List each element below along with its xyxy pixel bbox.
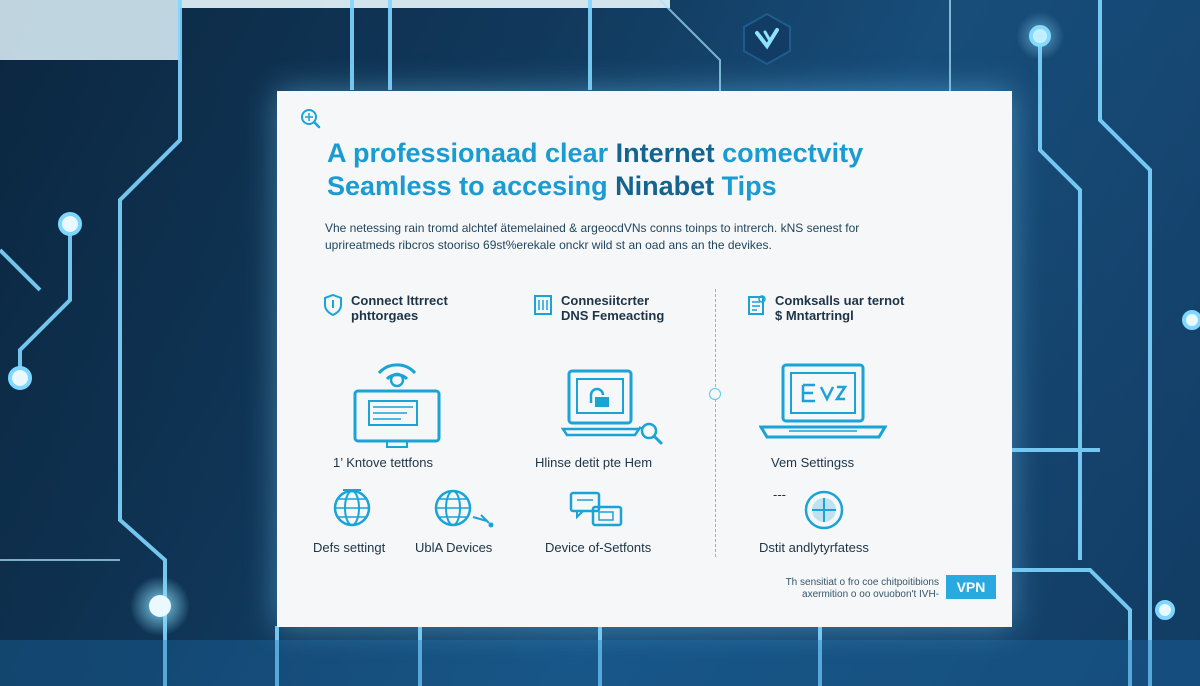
monitor-wifi-icon bbox=[353, 363, 441, 448]
magnifier-icon bbox=[638, 422, 663, 445]
laptop-vpn-icon bbox=[759, 363, 887, 439]
page-subtitle: Vhe netessing rain tromd alchtef ätemela… bbox=[325, 221, 860, 252]
laptop-lock-icon bbox=[561, 369, 642, 437]
divider-node bbox=[709, 388, 721, 400]
caption-bottom-2: UblA Devices bbox=[415, 540, 493, 555]
caption-bottom-1: Defs settingt bbox=[313, 540, 386, 555]
caption-bottom-3: Device of-Setfonts bbox=[545, 540, 652, 555]
vpn-badge: VPN bbox=[946, 575, 996, 599]
globe-icon bbox=[333, 489, 371, 527]
dash-mark: --- bbox=[773, 487, 786, 502]
chat-bubbles-icon bbox=[569, 491, 623, 527]
column-divider bbox=[715, 289, 716, 557]
column-heading-internet: Comksalls uar ternot$ Mntartringl bbox=[747, 293, 904, 323]
shield-icon bbox=[324, 293, 342, 317]
globe-network-icon bbox=[804, 490, 844, 530]
caption-top-right: Vem Settingss bbox=[771, 455, 855, 470]
globe-cursor-icon bbox=[434, 489, 494, 528]
vpn-hexagon-logo-icon bbox=[743, 12, 791, 66]
caption-top-mid: Hlinse detit pte Hem bbox=[535, 455, 653, 470]
footnote: Th sensitiat o fro coe chitpoitibions ax… bbox=[785, 577, 939, 600]
document-icon bbox=[748, 295, 766, 315]
info-card: A professionaad clear Internet comectvit… bbox=[277, 91, 1012, 627]
search-globe-icon bbox=[301, 109, 321, 129]
caption-top-left: 1’ Kntove tettfons bbox=[333, 455, 433, 470]
server-icon bbox=[534, 295, 552, 315]
page-title: A professionaad clear Internet comectvit… bbox=[327, 138, 864, 201]
caption-bottom-4: Dstit andlytyrfatess bbox=[759, 540, 869, 555]
